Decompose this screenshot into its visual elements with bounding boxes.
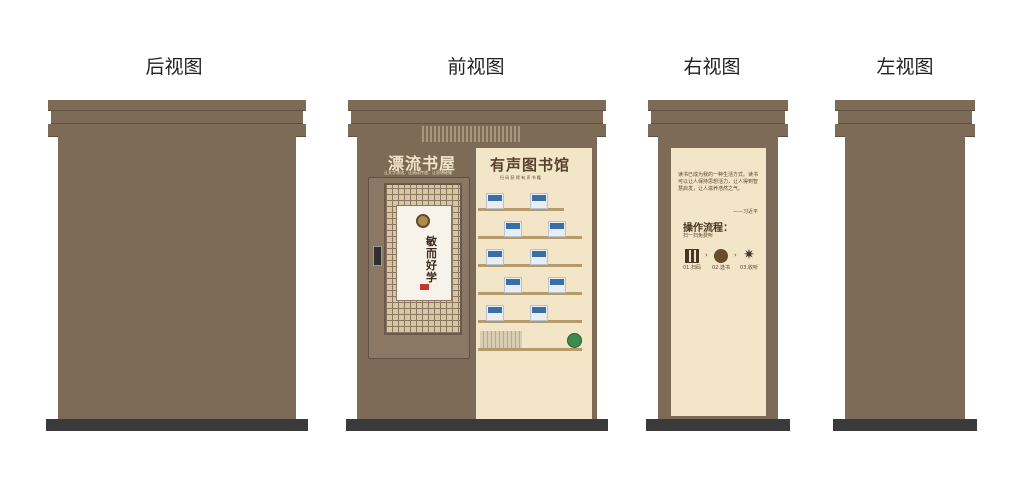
audio-book-card[interactable] — [530, 249, 548, 265]
back-cap-top — [48, 100, 306, 111]
globe-icon — [567, 333, 582, 348]
audio-book-card[interactable] — [486, 193, 504, 209]
view-title-right: 右视图 — [683, 56, 741, 78]
step-label: 02.选书 — [712, 265, 730, 271]
quote-author: ——习近平 — [733, 209, 759, 215]
audio-book-card[interactable] — [486, 249, 504, 265]
shelf — [478, 292, 582, 295]
step-arrow: › — [705, 251, 708, 259]
audio-book-card[interactable] — [530, 193, 548, 209]
view-title-front: 前视图 — [447, 56, 505, 78]
back-body — [58, 136, 296, 419]
shelf — [478, 264, 582, 267]
audio-library-title: 有声图书馆 — [490, 156, 571, 174]
audio-book-card[interactable] — [486, 305, 504, 321]
front-cap-mid — [351, 111, 603, 124]
right-base — [646, 419, 790, 431]
front-cap-top — [348, 100, 606, 111]
process-title: 操作流程： — [683, 223, 733, 234]
headphone-icon — [714, 249, 728, 263]
right-cap-top — [648, 100, 788, 111]
view-title-left: 左视图 — [876, 56, 934, 78]
audio-library-subtitle: 扫 码 获 得 有 声 书 籍 — [500, 175, 541, 180]
audio-book-card[interactable] — [548, 221, 566, 237]
back-base — [46, 419, 308, 431]
brand-logo: 漂流书屋 — [388, 154, 457, 173]
shelf — [478, 208, 564, 211]
quote-text: 读书已成为我的一种生活方式。读书可以让人保持思想活力，让人得到智慧启发，让人滋养… — [678, 172, 759, 192]
process-subtitle: 扫一扫免费听 — [683, 233, 714, 239]
audio-book-card[interactable] — [504, 221, 522, 237]
step-arrow: › — [734, 251, 737, 259]
left-body — [845, 136, 965, 419]
view-title-back: 后视图 — [145, 56, 203, 78]
poster-seal — [420, 284, 429, 290]
qr-code-icon — [685, 249, 699, 263]
audio-book-card[interactable] — [548, 277, 566, 293]
shelf — [478, 348, 582, 351]
keypad-icon[interactable] — [373, 246, 382, 266]
gear-icon: ✷ — [743, 247, 755, 263]
left-cap-mid — [838, 111, 972, 124]
left-cap-top — [835, 100, 975, 111]
right-panel — [671, 148, 766, 416]
book-spines — [480, 331, 522, 348]
audio-library-panel — [476, 148, 592, 419]
shelf — [478, 320, 582, 323]
right-cap-mid — [651, 111, 785, 124]
step-label: 01.扫码 — [683, 265, 701, 271]
audio-book-card[interactable] — [530, 305, 548, 321]
brand-slogan: 让文字漂流，让阅读传递，让思想碰撞 — [384, 170, 452, 175]
vent-grille — [422, 126, 522, 142]
audio-book-card[interactable] — [504, 277, 522, 293]
step-label: 03.收听 — [740, 265, 758, 271]
poster-emblem — [416, 214, 430, 228]
poster-text: 敏而好学 — [426, 235, 437, 284]
front-base — [346, 419, 608, 431]
left-base — [833, 419, 977, 431]
back-cap-mid — [51, 111, 303, 124]
shelf — [478, 236, 582, 239]
